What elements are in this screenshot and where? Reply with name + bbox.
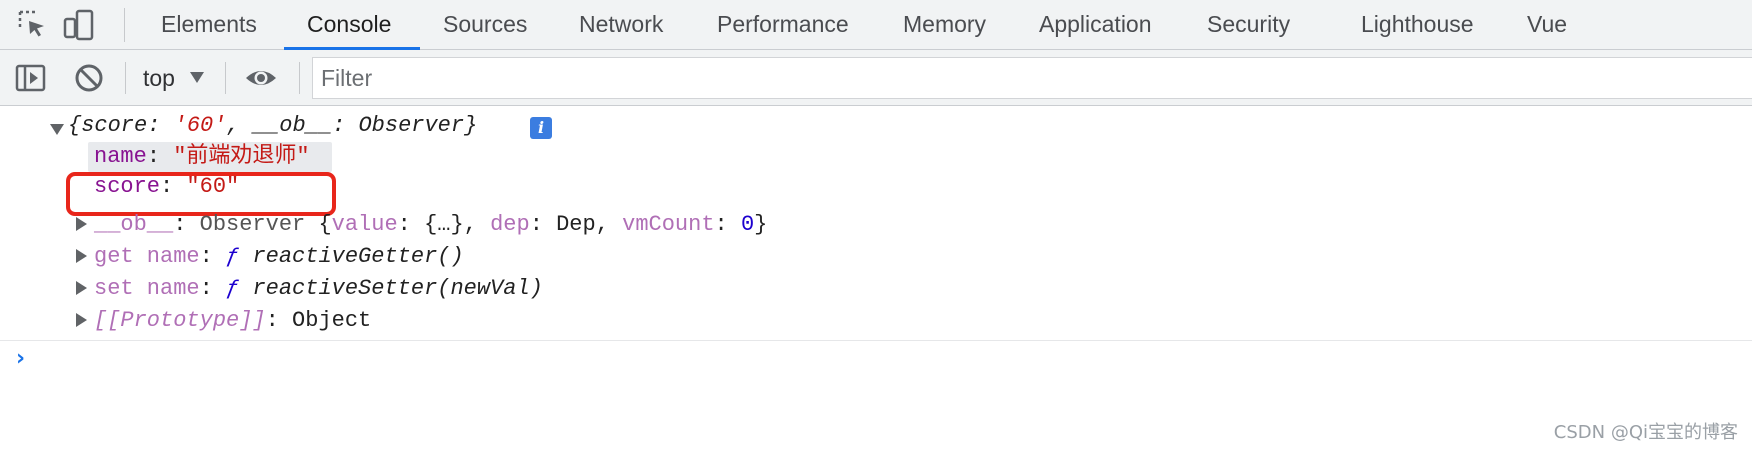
collapse-triangle-icon[interactable] [50, 124, 64, 135]
watermark: CSDN @Qi宝宝的博客 [1553, 422, 1738, 443]
expand-triangle-icon[interactable] [76, 281, 87, 295]
property-setter[interactable]: set name: ƒ reactiveSetter(newVal) [94, 276, 543, 301]
clear-console-icon[interactable] [72, 61, 106, 95]
tab-console[interactable]: Console [307, 11, 392, 37]
device-toolbar-icon[interactable] [62, 8, 96, 42]
row-hover-highlight [88, 142, 332, 172]
tab-bar-separator [124, 8, 125, 42]
tab-sources[interactable]: Sources [443, 11, 528, 37]
property-getter[interactable]: get name: ƒ reactiveGetter() [94, 244, 464, 269]
execution-context-selector[interactable]: top [143, 65, 175, 91]
expand-triangle-icon[interactable] [76, 313, 87, 327]
property-prototype[interactable]: [[Prototype]]: Object [94, 308, 372, 333]
devtools-tab-bar: Elements Console Sources Network Perform… [0, 0, 1752, 50]
object-summary[interactable]: {score: '60', __ob__: Observer} [68, 113, 478, 138]
tab-performance[interactable]: Performance [717, 11, 849, 37]
filter-input[interactable] [313, 58, 1752, 98]
tab-lighthouse[interactable]: Lighthouse [1361, 11, 1474, 37]
expand-triangle-icon[interactable] [76, 249, 87, 263]
property-name[interactable]: name: "前端劝退师" [94, 144, 310, 169]
chevron-down-icon[interactable] [190, 72, 204, 83]
console-prompt[interactable]: › [16, 346, 26, 371]
highlight-annotation-box [66, 172, 336, 216]
toolbar-separator [225, 62, 226, 94]
inspect-element-icon[interactable] [16, 8, 50, 42]
tab-security[interactable]: Security [1207, 11, 1291, 37]
tab-vue[interactable]: Vue [1527, 11, 1568, 37]
console-output: {score: '60', __ob__: Observer} i name: … [0, 106, 1752, 454]
tab-memory[interactable]: Memory [903, 11, 987, 37]
console-divider [0, 340, 1752, 341]
console-toolbar: top [0, 50, 1752, 106]
eye-icon[interactable] [244, 61, 278, 95]
property-score[interactable]: score: "60" [94, 174, 240, 199]
active-tab-indicator [284, 47, 420, 50]
info-icon[interactable]: i [530, 117, 552, 139]
toolbar-separator [125, 62, 126, 94]
expand-triangle-icon[interactable] [76, 217, 87, 231]
filter-box [312, 57, 1752, 99]
tab-elements[interactable]: Elements [161, 11, 257, 37]
toolbar-separator [299, 62, 300, 94]
tab-network[interactable]: Network [579, 11, 664, 37]
show-sidebar-icon[interactable] [14, 61, 48, 95]
tab-application[interactable]: Application [1039, 11, 1152, 37]
property-ob[interactable]: __ob__: Observer {value: {…}, dep: Dep, … [94, 212, 768, 237]
